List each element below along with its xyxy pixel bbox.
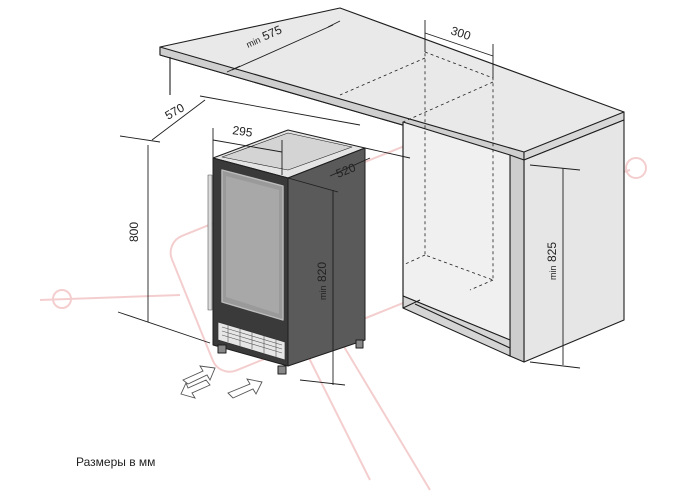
dim-label-cabinet-width: 300 xyxy=(449,24,473,44)
dim-label-counter-height: min 825 xyxy=(545,242,559,280)
dim-prefix: min xyxy=(318,285,328,300)
dim-label-niche-height: min 820 xyxy=(315,262,329,300)
dimension-lines xyxy=(117,20,581,386)
wine-cooler xyxy=(207,129,366,375)
dim-value: 820 xyxy=(315,262,329,282)
hidden-edges xyxy=(339,51,494,291)
dim-value: 825 xyxy=(545,242,559,262)
counter-cabinet xyxy=(159,7,625,363)
dim-label-unit-height: 800 xyxy=(127,222,141,242)
airflow-arrows xyxy=(180,365,263,399)
dim-prefix: min xyxy=(548,265,558,280)
caption-units: Размеры в мм xyxy=(76,455,156,469)
dim-label-unit-width: 295 xyxy=(232,123,254,140)
dim-label-unit-depth: 570 xyxy=(163,100,188,122)
